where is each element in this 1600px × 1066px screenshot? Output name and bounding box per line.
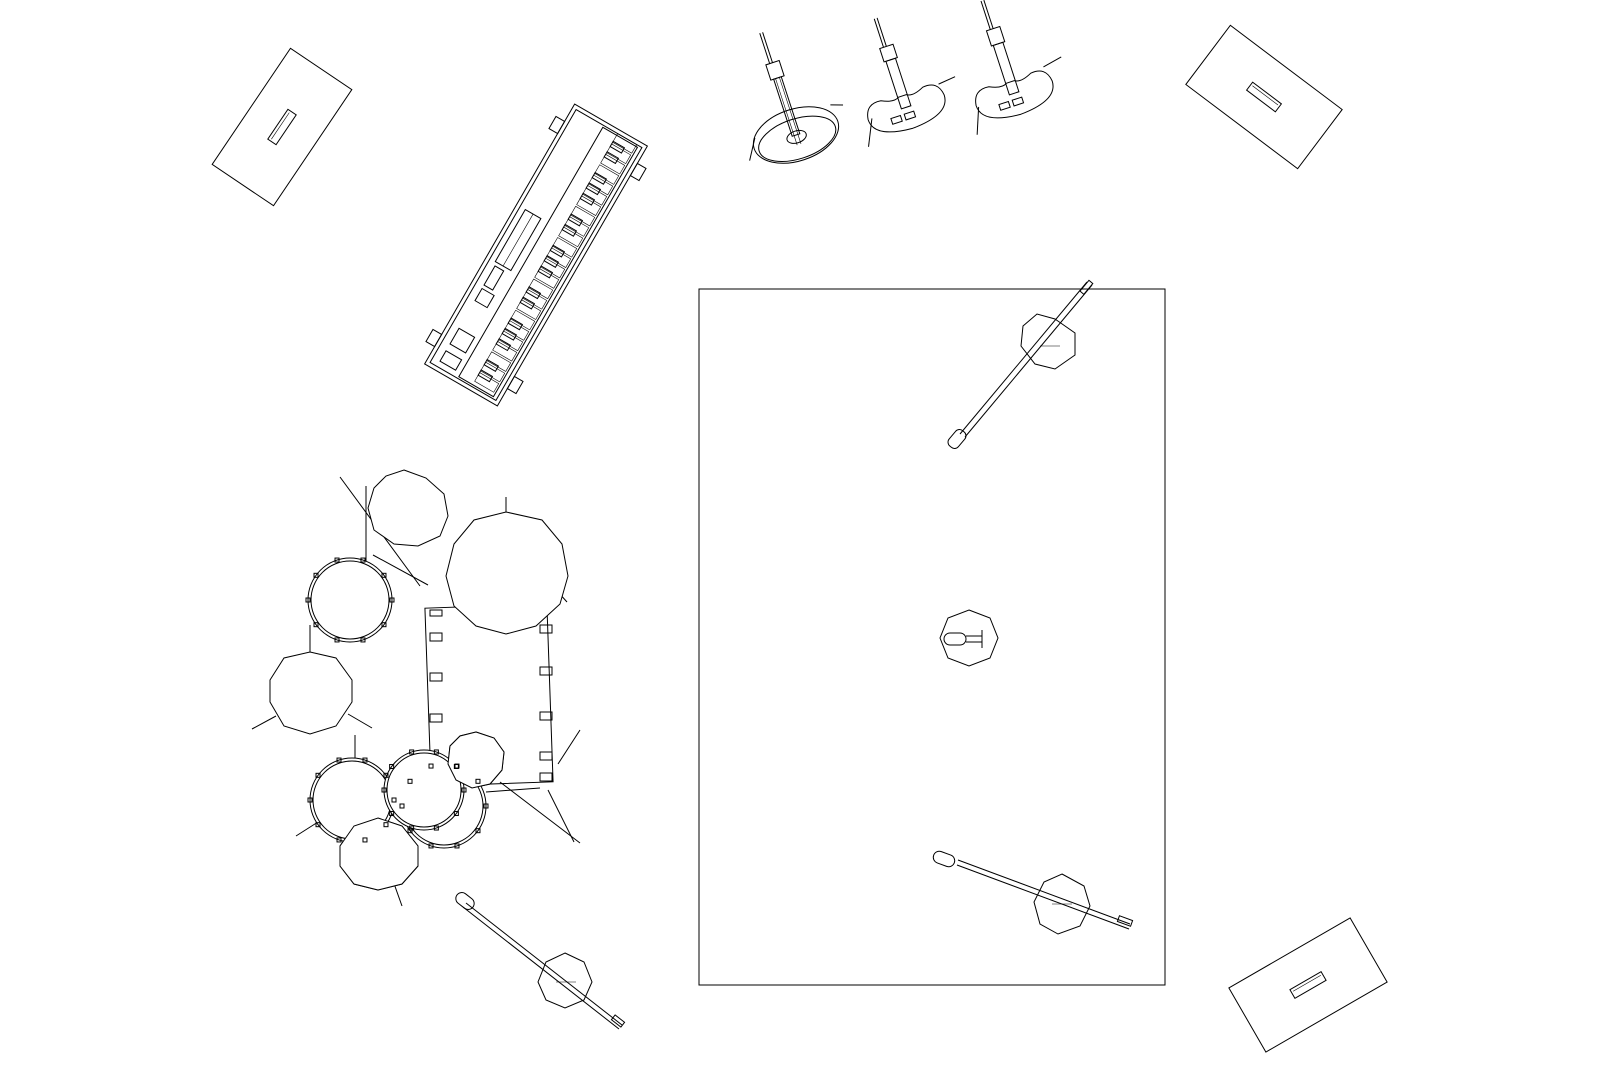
mic-boom-stand-lower[interactable]: [932, 850, 1134, 935]
monitor-wedge-bottom-right[interactable]: [1228, 917, 1388, 1053]
drum-lug: [334, 557, 340, 563]
keyboard-key: [570, 205, 596, 227]
monitor-wedge-top-left[interactable]: [211, 47, 353, 207]
guitar-stand-2[interactable]: [831, 1, 967, 147]
drum-lug: [336, 837, 342, 843]
mic-boom-stand-upper[interactable]: [946, 279, 1094, 450]
drum-lug: [453, 811, 459, 817]
drum-lug: [381, 622, 387, 628]
keyboard-key: [600, 153, 626, 175]
drum-lug: [409, 825, 415, 831]
mic-boom-stand-drummer[interactable]: [453, 890, 626, 1030]
keyboard-key: [534, 268, 560, 289]
drum-lug: [389, 811, 395, 817]
mic-straight-stand-center[interactable]: [939, 609, 999, 667]
keyboard-key: [474, 372, 500, 393]
keyboard-key: [561, 223, 578, 237]
drum-lug: [383, 772, 389, 778]
keyboard-key: [492, 340, 518, 362]
drum-lug: [313, 572, 319, 578]
drum-lug: [407, 778, 413, 784]
drum-lug: [381, 572, 387, 578]
keyboard-key: [477, 369, 494, 383]
keyboard-key: [546, 247, 572, 268]
keyboard-key: [558, 226, 584, 248]
keyboard-key: [525, 286, 542, 300]
keyboard-key: [537, 265, 554, 279]
drum-lug: [307, 797, 313, 803]
drum-lug: [362, 837, 368, 843]
drum-lug: [336, 757, 342, 763]
drum-lug: [428, 763, 434, 769]
keyboard-key: [585, 182, 602, 196]
keyboard-key: [606, 143, 632, 165]
drum-lug: [409, 749, 415, 755]
keyboard-key: [549, 244, 566, 258]
keyboard-key: [510, 309, 536, 331]
keyboard-key: [576, 195, 602, 216]
keyboard-key: [603, 151, 620, 165]
keyboard-key: [540, 257, 566, 279]
keyboard-key: [609, 140, 626, 154]
keyboard-key: [495, 338, 512, 352]
drum-lug: [381, 787, 387, 793]
drum-lug: [315, 822, 321, 828]
drum-lug: [305, 597, 311, 603]
keyboard-key: [483, 358, 500, 372]
guitar-stand-1[interactable]: [713, 16, 855, 176]
drum-lug: [453, 763, 459, 769]
drum-lug: [433, 749, 439, 755]
drum-lug: [315, 772, 321, 778]
keyboard-key: [519, 296, 536, 310]
drum-lug: [461, 787, 467, 793]
keyboard-key: [528, 278, 554, 300]
keyboard-key: [486, 351, 512, 372]
drum-lug: [360, 557, 366, 563]
keyboard-key: [516, 299, 542, 320]
keyboard-key: [594, 164, 620, 185]
drum-lug: [399, 803, 405, 809]
drum-lug: [475, 828, 481, 834]
drum-lug: [389, 763, 395, 769]
drum-lug: [433, 825, 439, 831]
keyboard-key: [522, 289, 548, 310]
monitor-wedge-top-right[interactable]: [1185, 24, 1343, 170]
guitar-stand-3[interactable]: [938, 0, 1076, 135]
drum-lug: [389, 597, 395, 603]
drum-lug: [334, 637, 340, 643]
keyboard-key: [582, 185, 608, 206]
keyboard-key: [543, 254, 560, 269]
keyboard-key: [501, 327, 518, 341]
keyboard-key: [588, 174, 614, 196]
drum-lug: [454, 843, 460, 849]
keyboard-key: [591, 171, 608, 185]
keyboard-key: [579, 192, 596, 206]
keyboard-key: [612, 133, 638, 154]
keyboard-key: [507, 317, 524, 331]
drum-lug: [475, 778, 481, 784]
drum-lug: [483, 803, 489, 809]
keyboard[interactable]: [416, 99, 656, 411]
drum-lug: [360, 637, 366, 643]
drum-lug: [383, 822, 389, 828]
keyboard-key: [567, 213, 584, 227]
drum-kit[interactable]: [251, 469, 581, 907]
keyboard-key: [552, 237, 578, 258]
riser[interactable]: [698, 288, 1166, 986]
keyboard-key: [564, 216, 590, 237]
drum-lug: [313, 622, 319, 628]
keyboard-key: [480, 361, 506, 383]
keyboard-key: [504, 320, 530, 341]
keyboard-key: [498, 330, 524, 352]
drum-lug: [391, 797, 397, 803]
drum-lug: [428, 843, 434, 849]
drum-lug: [362, 757, 368, 763]
